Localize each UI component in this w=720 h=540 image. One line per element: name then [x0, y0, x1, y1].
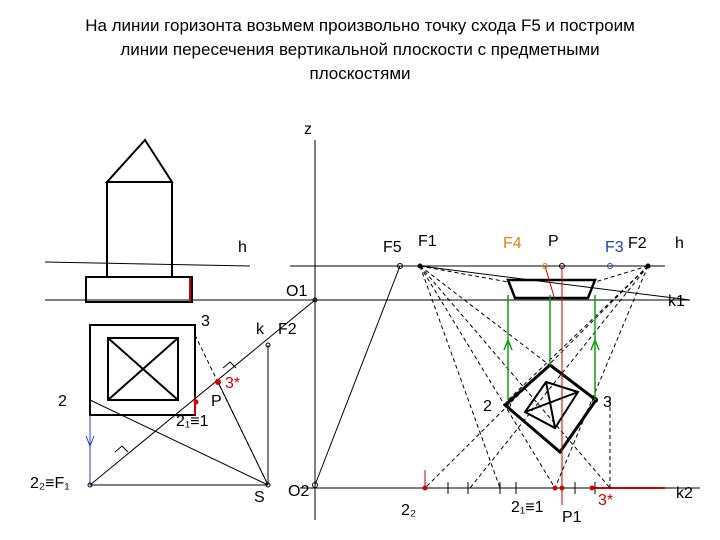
horizon-line-left	[44, 261, 251, 267]
house-base	[85, 276, 193, 303]
label-f2-top: F2	[628, 235, 647, 252]
point-3	[592, 397, 598, 403]
label-3star-bottom: 3*	[598, 492, 613, 509]
label-o2: O2	[288, 483, 309, 500]
label-3star: 3*	[225, 375, 240, 392]
label-f4: F4	[503, 235, 522, 252]
point-f1	[417, 263, 423, 269]
point-p-top	[559, 263, 565, 269]
point-2	[505, 402, 511, 408]
plan-diagonal-2	[107, 337, 179, 401]
label-p-left: P	[211, 393, 222, 410]
label-h-right: h	[675, 235, 684, 252]
label-2-right: 2	[483, 398, 492, 415]
point-22	[422, 485, 428, 491]
ray-f1-f2-top	[419, 265, 509, 283]
label-k1: k1	[668, 293, 685, 310]
perspective-square-rhombus	[502, 363, 599, 455]
green-arrow-1	[503, 337, 513, 351]
right-angle-mark-1	[222, 361, 237, 369]
label-2-left: 2	[58, 393, 67, 410]
label-p1: P1	[562, 509, 582, 526]
red-line-f4	[544, 265, 556, 301]
ray-f2-top	[594, 265, 649, 283]
ray-f1-down	[419, 265, 556, 489]
label-22-bottom: 2₂	[401, 502, 416, 519]
right-angle-mark-2	[114, 445, 129, 453]
point-p-left	[193, 399, 199, 405]
point-3star	[589, 485, 595, 491]
title-line-3: плоскостями	[309, 64, 411, 83]
house-roof	[104, 138, 174, 183]
perspective-base-top	[506, 278, 597, 300]
k2-tick-marks	[447, 482, 596, 494]
point-3star-left	[215, 379, 221, 385]
perspective-diagonal-1	[524, 391, 579, 413]
label-z: z	[304, 121, 312, 138]
ray-p-s	[217, 381, 269, 486]
slide-title: На линии горизонта возьмем произвольно т…	[20, 14, 700, 86]
label-3: 3	[201, 313, 210, 330]
label-f5: F5	[383, 239, 402, 256]
green-arrow-3	[590, 337, 600, 351]
label-f3: F3	[605, 239, 624, 256]
title-line-2: линии пересечения вертикальной плоскости…	[120, 40, 600, 59]
ray-f1-3star	[419, 265, 611, 489]
label-f1: F1	[418, 233, 437, 250]
point-o2	[312, 482, 318, 488]
point-p1	[559, 485, 565, 491]
blue-arrow-head	[85, 435, 95, 448]
point-21-1	[552, 485, 558, 491]
point-f2	[645, 263, 651, 269]
label-o1: O1	[286, 283, 307, 300]
point-f5	[397, 263, 403, 269]
label-k: k	[256, 321, 265, 338]
plan-inner-square	[107, 337, 179, 401]
label-k2: k2	[676, 485, 693, 502]
point-22f1	[87, 482, 93, 488]
point-k	[265, 342, 271, 348]
perspective-diagonal-2	[545, 381, 556, 429]
ray-f1-k1	[419, 265, 691, 301]
point-s	[265, 482, 271, 488]
plan-outer-square	[89, 324, 196, 416]
label-21-1-bottom: 2₁≡1	[511, 499, 544, 516]
ray-f5-o2	[314, 265, 401, 486]
label-21-1: 2₁≡1	[176, 413, 209, 430]
ray-2-s	[89, 399, 269, 486]
point-f4	[542, 263, 548, 269]
ray-f1-down-left	[419, 265, 501, 489]
label-p-top: P	[548, 233, 559, 250]
ray-f2-down	[469, 265, 649, 489]
point-o1	[312, 297, 318, 303]
label-s: S	[254, 489, 265, 506]
label-22-f1: 2₂≡F₁	[30, 475, 70, 492]
title-line-1: На линии горизонта возьмем произвольно т…	[85, 16, 635, 35]
ray-f2-2	[507, 265, 649, 401]
perspective-inner-rhombus	[523, 380, 580, 430]
point-f3	[607, 263, 613, 269]
ray-f2-21	[554, 265, 649, 489]
label-3-right: 3	[603, 394, 612, 411]
label-h-left: h	[238, 239, 247, 256]
house-wall	[106, 181, 173, 278]
picture-plane-trace	[89, 299, 316, 486]
label-f2-mid: F2	[278, 321, 297, 338]
